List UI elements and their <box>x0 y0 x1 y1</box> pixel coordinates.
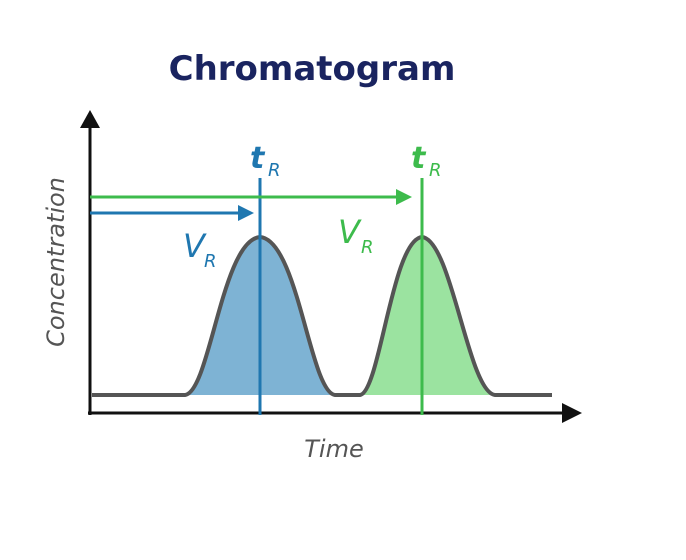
peak-2-time-subscript: R <box>429 160 442 181</box>
x-axis-label: Time <box>304 435 363 463</box>
peak-1-time-label: t <box>250 141 266 176</box>
peak-2-volume-arrowhead <box>396 189 412 205</box>
peak-1-volume-label: V <box>183 227 207 265</box>
peak-2-time-label: t <box>411 141 427 176</box>
peak-2-volume-label: V <box>338 213 362 251</box>
chart-title: Chromatogram <box>169 49 456 89</box>
peak-2-fill <box>360 237 495 395</box>
y-axis-label: Concentration <box>42 177 70 347</box>
y-axis-arrowhead <box>80 110 100 128</box>
peak-2-volume-subscript: R <box>361 237 374 258</box>
peak-1-time-subscript: R <box>268 160 281 181</box>
x-axis-arrowhead <box>562 403 582 423</box>
peak-1-volume-arrowhead <box>238 205 254 221</box>
chromatogram-curve <box>92 235 552 397</box>
peak-1-volume-subscript: R <box>204 251 217 272</box>
